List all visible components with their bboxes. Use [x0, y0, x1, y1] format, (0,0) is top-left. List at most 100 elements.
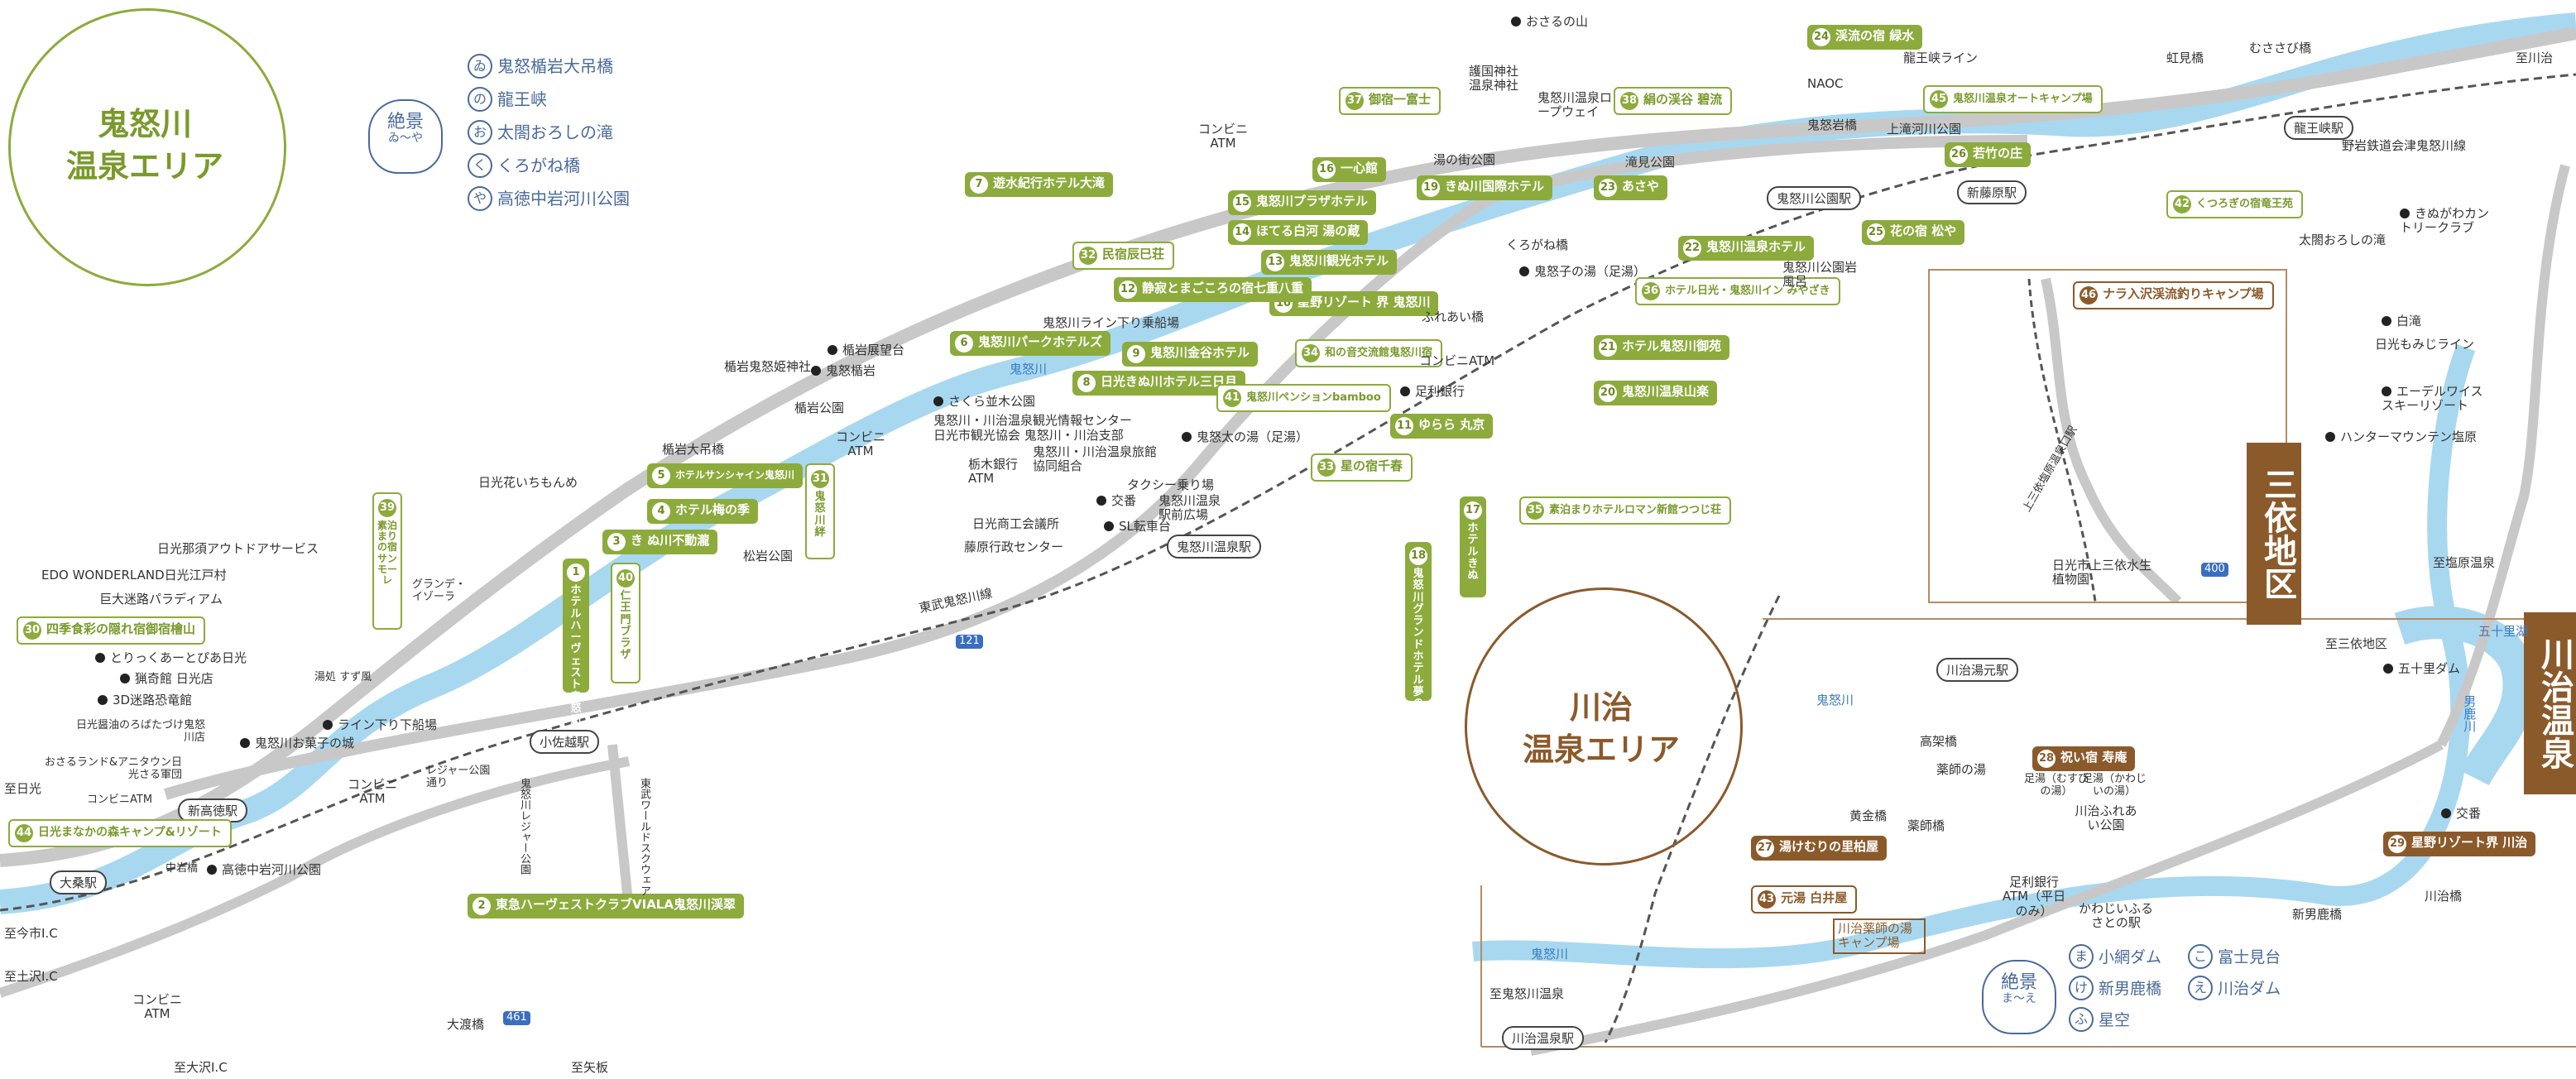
facility-number: 7 [970, 175, 988, 194]
station-kawaji-onsen[interactable]: 川治温泉駅 [1502, 1026, 1585, 1050]
legend-label: 小網ダム [2099, 948, 2162, 966]
legend-key: こ [2188, 944, 2214, 969]
place-yakushi: 薬師の湯 [1936, 762, 1987, 777]
place-miyori-fac: 日光市上三依水生植物園 [2052, 558, 2152, 587]
scenic-legend-1-badge: 絶景 ゐ〜や [368, 99, 443, 174]
place-eidelweiss: エーデルワイススキーリゾート [2382, 384, 2489, 414]
place-yagan-line: 野岩鉄道会津鬼怒川線 [2342, 138, 2467, 153]
place-shiyakita: 至川治 [2516, 50, 2554, 65]
legend-label: 高徳中岩河川公園 [497, 189, 630, 209]
road-tobu [607, 744, 634, 911]
place-hunter: ハンターマウンテン塩原 [2325, 429, 2477, 444]
legend-label: 鬼怒楯岩大吊橋 [497, 56, 613, 76]
place-koban-kinu: 交番 [1096, 493, 1136, 508]
facility-number: 5 [652, 467, 670, 485]
place-onikozo: 鬼怒楯岩 [811, 363, 875, 378]
place-yakushi-bridge: 薬師橋 [1907, 818, 1945, 833]
station-kawaji-yumoto[interactable]: 川治湯元駅 [1936, 658, 2019, 682]
facility-name: くつろぎの宿竜王苑 [2196, 198, 2294, 210]
route121 [163, 135, 2028, 800]
facility-number: 3 [607, 533, 626, 551]
kawaji-river [1472, 343, 2476, 969]
facility-name: きぬ川国際ホテル [1445, 179, 1545, 194]
place-fujihara-center: 藤原行政センター [964, 540, 1064, 554]
facility-number: 17 [1464, 501, 1482, 520]
road-shiobara [2436, 164, 2570, 747]
kinugawa-title-line1: 鬼怒川 [97, 106, 192, 142]
place-fureai-park: 川治ふれあい公園 [2075, 803, 2137, 833]
legend-key: く [468, 153, 492, 178]
facility-number: 29 [2388, 835, 2406, 853]
facility-name: ホテルサンシャイン鬼怒川 [675, 469, 795, 481]
station-ryuokyo[interactable]: 龍王峡駅 [2284, 116, 2354, 140]
station-okuwa[interactable]: 大桑駅 [50, 870, 108, 894]
facility-number: 45 [1930, 90, 1948, 108]
scenic-legend-2-row: ま小網ダム こ富士見台 [2069, 942, 2281, 973]
station-kinugawa-onsen[interactable]: 鬼怒川温泉駅 [1167, 535, 1262, 559]
road-kawaji [1529, 740, 2444, 1056]
station-shinfujiwara[interactable]: 新藤原駅 [1957, 180, 2027, 204]
kawaji-title-line2: 温泉エリア [1522, 731, 1680, 769]
facility-5[interactable]: 5 ホテルサンシャイン鬼怒川 [647, 463, 804, 488]
place-shiobara: 至塩原温泉 [2433, 555, 2496, 570]
place-taiko: 太閤おろしの滝 [2299, 233, 2387, 247]
legend-key: お [468, 120, 492, 145]
legend-key: ふ [2069, 1007, 2094, 1032]
facility-number: 35 [1526, 501, 1544, 520]
station-kinugawa-koen[interactable]: 鬼怒川公園駅 [1767, 186, 1862, 210]
place-yakushi-camp: 川治薬師の湯キャンプ場 [1833, 918, 1926, 954]
legend-label: 川治ダム [2218, 980, 2281, 998]
kawaji-title-line1: 川治 [1569, 689, 1633, 726]
station-kosagoe[interactable]: 小佐越駅 [530, 730, 600, 754]
place-paradise: 巨大迷路パラディアム [99, 592, 223, 607]
facility-name: 鬼怒川プラザホテル [1256, 194, 1369, 209]
place-taxi: タクシー乗り場 [1127, 477, 1215, 492]
facility-name: 和の音交流館鬼怒川宿 [1325, 347, 1433, 359]
